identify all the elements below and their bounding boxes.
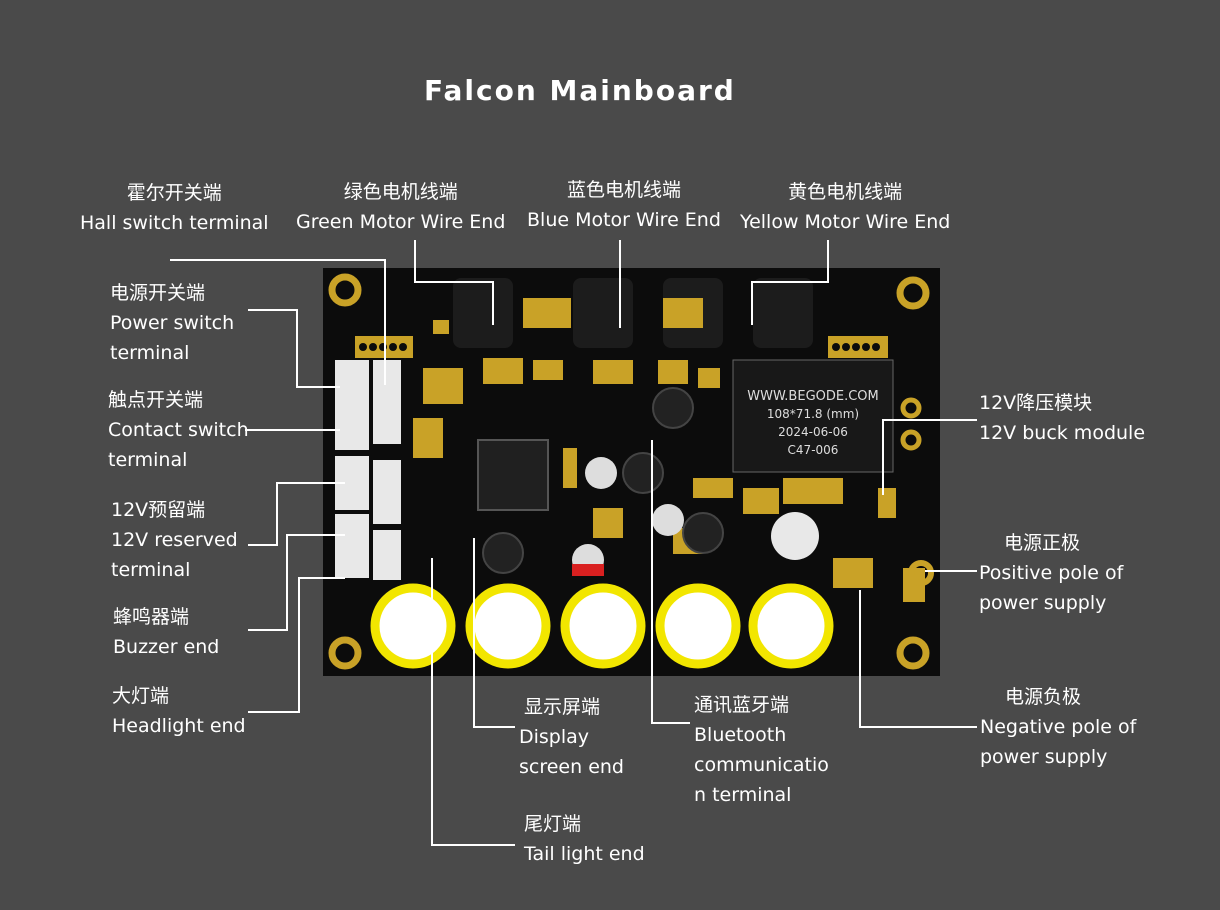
label-hall-en: Hall switch terminal (80, 212, 269, 234)
label-bluetooth-cn: 通讯蓝牙端 (694, 694, 790, 716)
module-model-text: C47-006 (788, 443, 839, 457)
label-12v-buck-cn: 12V降压模块 (979, 392, 1093, 414)
label-bluetooth-en1: Bluetooth (694, 724, 787, 746)
label-contact-switch-en2: terminal (108, 449, 188, 471)
label-blue-motor-en: Blue Motor Wire End (527, 209, 721, 231)
label-contact-switch-cn: 触点开关端 (108, 389, 204, 411)
label-tail-light: 尾灯端 Tail light end (524, 809, 645, 869)
label-buzzer-cn: 蜂鸣器端 (113, 606, 190, 628)
module-url-text: WWW.BEGODE.COM (747, 389, 879, 404)
label-taillight-cn: 尾灯端 (524, 813, 582, 835)
module-size-text: 108*71.8 (mm) (767, 407, 859, 421)
label-buzzer: 蜂鸣器端 Buzzer end (113, 602, 219, 662)
label-power-switch-cn: 电源开关端 (110, 282, 206, 304)
label-green-motor: 绿色电机线端 Green Motor Wire End (296, 177, 505, 237)
label-positive-en1: Positive pole of (979, 562, 1124, 584)
mounting-hole-icon (328, 273, 930, 670)
label-12v-reserved-cn: 12V预留端 (111, 499, 206, 521)
label-power-switch: 电源开关端 Power switch terminal (110, 278, 234, 368)
label-positive-cn: 电源正极 (1004, 532, 1081, 554)
label-display-en1: Display (519, 726, 590, 748)
label-blue-motor: 蓝色电机线端 Blue Motor Wire End (527, 175, 721, 235)
diagram-title: Falcon Mainboard (424, 74, 736, 107)
label-negative-en2: power supply (980, 746, 1108, 768)
label-contact-switch: 触点开关端 Contact switch terminal (108, 385, 249, 475)
label-12v-buck-en: 12V buck module (979, 422, 1146, 444)
label-display-screen: 显示屏端 Display screen end (519, 692, 624, 782)
label-taillight-en: Tail light end (524, 843, 645, 865)
label-contact-switch-en1: Contact switch (108, 419, 249, 441)
label-12v-reserved: 12V预留端 12V reserved terminal (111, 495, 238, 585)
label-headlight-en: Headlight end (112, 715, 246, 737)
label-negative-cn: 电源负极 (1005, 686, 1082, 708)
label-power-switch-en1: Power switch (110, 312, 235, 334)
label-buzzer-en: Buzzer end (113, 636, 220, 658)
label-yellow-motor: 黄色电机线端 Yellow Motor Wire End (740, 177, 950, 237)
label-headlight: 大灯端 Headlight end (112, 681, 246, 741)
label-negative-en1: Negative pole of (980, 716, 1137, 738)
label-hall-switch: 霍尔开关端 Hall switch terminal (80, 178, 269, 238)
label-blue-motor-cn: 蓝色电机线端 (566, 179, 681, 201)
label-hall-cn: 霍尔开关端 (126, 182, 222, 204)
label-display-cn: 显示屏端 (524, 696, 601, 718)
label-green-motor-cn: 绿色电机线端 (343, 181, 458, 203)
label-headlight-cn: 大灯端 (112, 685, 170, 707)
label-yellow-motor-en: Yellow Motor Wire End (740, 211, 951, 233)
label-positive-en2: power supply (979, 592, 1107, 614)
label-green-motor-en: Green Motor Wire End (296, 211, 506, 233)
label-bluetooth: 通讯蓝牙端 Bluetooth communicatio n terminal (694, 690, 829, 810)
label-bluetooth-en2: communicatio (694, 754, 829, 776)
label-12v-buck: 12V降压模块 12V buck module (979, 388, 1145, 448)
label-power-switch-en2: terminal (110, 342, 190, 364)
label-12v-reserved-en2: terminal (111, 559, 191, 581)
label-negative-pole: 电源负极 Negative pole of power supply (980, 682, 1136, 772)
module-date-text: 2024-06-06 (778, 425, 848, 439)
label-positive-pole: 电源正极 Positive pole of power supply (979, 528, 1123, 618)
label-12v-reserved-en1: 12V reserved (111, 529, 238, 551)
label-yellow-motor-cn: 黄色电机线端 (788, 181, 903, 203)
label-display-en2: screen end (519, 756, 624, 778)
label-bluetooth-en3: n terminal (694, 784, 792, 806)
